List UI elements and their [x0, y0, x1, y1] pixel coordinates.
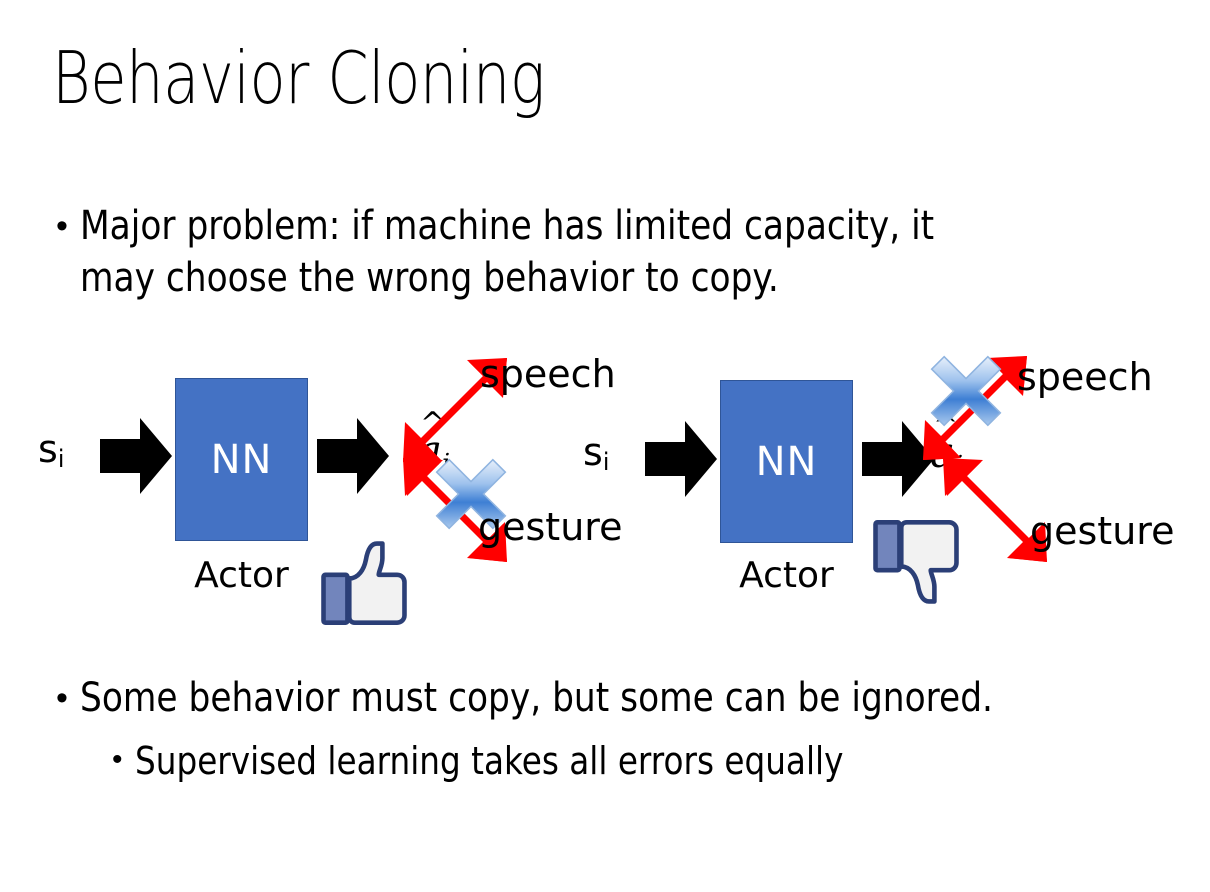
actor-label-left: Actor — [194, 555, 289, 596]
cross-icon-gesture-left — [435, 458, 507, 530]
cross-icon-speech-right — [930, 355, 1002, 427]
thumbs-down-icon — [873, 520, 959, 604]
bullet-marker-icon: • — [56, 679, 68, 717]
branch-arrow-speech-left — [403, 358, 507, 462]
branch-label-speech-right: speech — [1017, 355, 1153, 399]
input-arrow-icon-left — [100, 418, 172, 494]
nn-box-left: NN — [175, 378, 308, 541]
input-arrow-icon-right — [645, 421, 717, 497]
bullet-major-problem: • Major problem: if machine has limited … — [56, 200, 1176, 304]
bullet-supervised-learning-text: Supervised learning takes all errors equ… — [134, 739, 843, 783]
branch-label-gesture-left: gesture — [478, 505, 623, 549]
bullet-marker-icon: • — [56, 207, 68, 245]
branch-label-gesture-right: gesture — [1030, 509, 1175, 553]
bullet-some-behavior: • Some behavior must copy, but some can … — [56, 672, 1186, 724]
page-title: Behavior Cloning — [52, 36, 545, 120]
diagram-left: si NN Actor ^ai speech — [0, 330, 622, 640]
nn-box-right: NN — [720, 380, 853, 543]
branch-label-speech-left: speech — [480, 352, 616, 396]
state-label-left: si — [38, 427, 65, 474]
bullet-marker-icon: • — [112, 743, 123, 776]
bullet-supervised-learning: • Supervised learning takes all errors e… — [112, 735, 1172, 787]
nn-box-label-left: NN — [210, 436, 273, 483]
output-arrow-icon-left — [317, 418, 389, 494]
thumbs-up-icon — [321, 541, 407, 625]
nn-box-label-right: NN — [755, 438, 818, 485]
diagram-right: si NN Actor ^ai — [545, 330, 1174, 640]
bullet-major-problem-text: Major problem: if machine has limited ca… — [79, 203, 935, 301]
actor-label-right: Actor — [739, 555, 834, 596]
branch-arrow-gesture-right — [943, 458, 1047, 562]
bullet-some-behavior-text: Some behavior must copy, but some can be… — [79, 675, 993, 721]
state-label-right: si — [583, 430, 610, 477]
output-arrow-icon-right — [862, 421, 934, 497]
